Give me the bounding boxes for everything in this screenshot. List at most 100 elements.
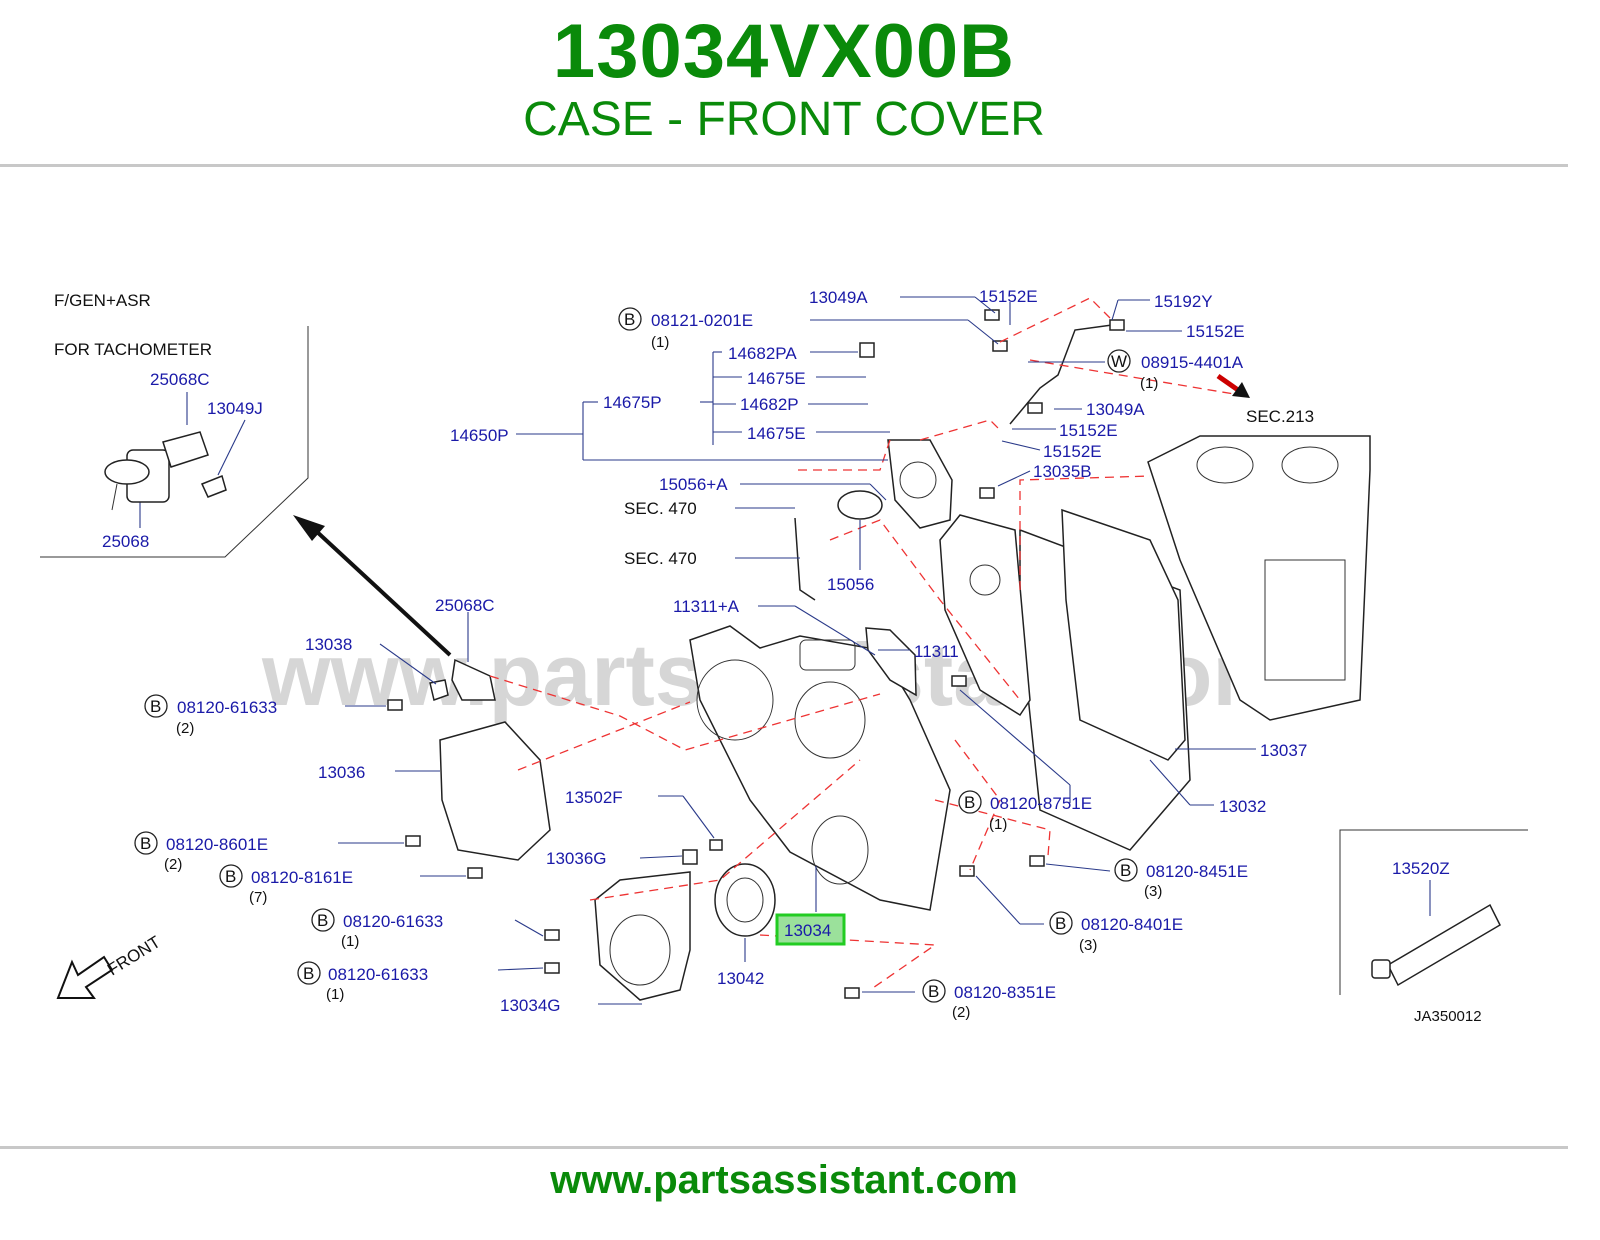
part-label-25068c[interactable]: 25068C — [435, 596, 495, 615]
prefix-b: B — [317, 911, 328, 930]
sealant-tube-13520z — [1339, 829, 1528, 995]
part-label-13032[interactable]: 13032 — [1219, 797, 1266, 816]
prefix-b: B — [150, 697, 161, 716]
part-label-13042[interactable]: 13042 — [717, 969, 764, 988]
part-label-15192y[interactable]: 15192Y — [1154, 292, 1213, 311]
bolt-w-circle — [1107, 349, 1131, 373]
footer-website-link[interactable]: www.partsassistant.com — [550, 1158, 1018, 1202]
gasket-13036 — [439, 721, 551, 861]
qty-08120-61633-a: (2) — [176, 720, 194, 737]
qty-08120-8601e: (2) — [164, 856, 182, 873]
part-label-13502f[interactable]: 13502F — [565, 788, 623, 807]
qty-08121-0201e: (1) — [651, 334, 669, 351]
part-label-11311[interactable]: 11311 — [914, 642, 959, 661]
part-label-13037[interactable]: 13037 — [1260, 741, 1307, 760]
part-label-13036g[interactable]: 13036G — [546, 849, 607, 868]
part-label-08120-8401e[interactable]: 08120-8401E — [1081, 915, 1183, 934]
inset-note-fgen: F/GEN+ASR — [54, 291, 151, 310]
ref-sec470-a: SEC. 470 — [624, 499, 697, 518]
part-label-08120-8451e[interactable]: 08120-8451E — [1146, 862, 1248, 881]
qty-08120-8351e: (2) — [952, 1004, 970, 1021]
part-label-13049a-right[interactable]: 13049A — [1086, 400, 1145, 419]
part-label-08120-8351e[interactable]: 08120-8351E — [954, 983, 1056, 1002]
part-label-11311-a[interactable]: 11311+A — [673, 597, 740, 616]
part-label-08121-0201e[interactable]: 08121-0201E — [651, 311, 753, 330]
front-cover-13034 — [689, 625, 951, 911]
part-label-15152e-mid[interactable]: 15152E — [1059, 421, 1118, 440]
part-label-15056-a[interactable]: 15056+A — [659, 475, 728, 494]
bolt-b-circle — [134, 831, 158, 855]
sensor-clip — [200, 474, 227, 498]
sensor-gasket — [162, 431, 209, 468]
part-label-13036[interactable]: 13036 — [318, 763, 365, 782]
bolt-b-circle — [1114, 858, 1138, 882]
part-label-08120-8751e[interactable]: 08120-8751E — [990, 794, 1092, 813]
part-label-08120-8601e[interactable]: 08120-8601E — [166, 835, 268, 854]
prefix-b: B — [1055, 914, 1066, 933]
part-label-08120-61633-c[interactable]: 08120-61633 — [328, 965, 428, 984]
part-label-14682p[interactable]: 14682P — [740, 395, 799, 414]
bolt-b-circle — [297, 961, 321, 985]
front-plate — [939, 514, 1031, 717]
bolt-b-circle — [922, 979, 946, 1003]
assembly-dash-lines — [489, 297, 1241, 991]
parts-diagram: www.partsassistant.com F/GEN+ASR FOR TAC… — [40, 287, 1528, 1025]
part-label-13049a-top[interactable]: 13049A — [809, 288, 868, 307]
pump-14650p — [887, 439, 953, 529]
bolt-b-circle — [219, 864, 243, 888]
bracket-11311 — [865, 627, 917, 697]
part-label-14682pa[interactable]: 14682PA — [728, 344, 797, 363]
part-label-13035b[interactable]: 13035B — [1033, 462, 1092, 481]
prefix-b: B — [303, 964, 314, 983]
part-label-14650p[interactable]: 14650P — [450, 426, 509, 445]
qty-08120-8401e: (3) — [1079, 937, 1097, 954]
part-label-13038[interactable]: 13038 — [305, 635, 352, 654]
part-label-08120-61633-a[interactable]: 08120-61633 — [177, 698, 277, 717]
bolt-icons — [387, 309, 1125, 999]
ref-sec470-b: SEC. 470 — [624, 549, 697, 568]
front-label: FRONT — [104, 932, 164, 979]
qty-08120-8751e: (1) — [989, 816, 1007, 833]
qty-08120-61633-c: (1) — [326, 986, 344, 1003]
front-direction-arrow — [56, 955, 114, 999]
sec213-arrow — [1216, 373, 1240, 393]
prefix-b: B — [928, 982, 939, 1001]
gasket-13037 — [1061, 508, 1186, 761]
pipe-15192y — [1009, 324, 1113, 425]
footer-divider — [0, 1146, 1568, 1149]
sensor-flange — [104, 459, 150, 485]
washer-13038 — [429, 679, 449, 701]
bolt-b-circle — [311, 908, 335, 932]
part-label-14675e-bottom[interactable]: 14675E — [747, 424, 806, 443]
qty-08915-4401a: (1) — [1140, 375, 1158, 392]
part-label-13520z[interactable]: 13520Z — [1392, 859, 1450, 878]
part-label-15056[interactable]: 15056 — [827, 575, 874, 594]
prefix-b: B — [225, 867, 236, 886]
inset-label-25068: 25068 — [102, 532, 149, 551]
diagram-id: JA350012 — [1414, 1008, 1482, 1025]
prefix-b: B — [624, 310, 635, 329]
qty-08120-61633-b: (1) — [341, 933, 359, 950]
inset-pointer-arrow — [313, 528, 452, 657]
bolt-b-circle — [1049, 911, 1073, 935]
bolt-b-circle — [618, 307, 642, 331]
part-label-14675e-top[interactable]: 14675E — [747, 369, 806, 388]
part-label-13034g[interactable]: 13034G — [500, 996, 561, 1015]
part-label-08915-4401a[interactable]: 08915-4401A — [1141, 353, 1244, 372]
part-label-08120-61633-b[interactable]: 08120-61633 — [343, 912, 443, 931]
engine-block — [1147, 435, 1371, 721]
part-label-13034-target[interactable]: 13034 — [784, 921, 831, 940]
qty-08120-8451e: (3) — [1144, 883, 1162, 900]
part-labels: 13049A 15152E 15192Y B 08121-0201E (1) 1… — [134, 287, 1450, 1021]
part-label-15152e-right[interactable]: 15152E — [1186, 322, 1245, 341]
inset-pointer-arrowhead — [293, 515, 325, 541]
bolt-b-circle — [144, 694, 168, 718]
part-label-14675p[interactable]: 14675P — [603, 393, 662, 412]
target-part-highlight — [775, 913, 846, 946]
qty-08120-8161e: (7) — [249, 889, 267, 906]
part-label-15152e-top[interactable]: 15152E — [979, 287, 1038, 306]
ref-sec213: SEC.213 — [1246, 407, 1314, 426]
part-label-08120-8161e[interactable]: 08120-8161E — [251, 868, 353, 887]
part-label-15152e-low[interactable]: 15152E — [1043, 442, 1102, 461]
leader-lines — [338, 296, 1431, 1005]
